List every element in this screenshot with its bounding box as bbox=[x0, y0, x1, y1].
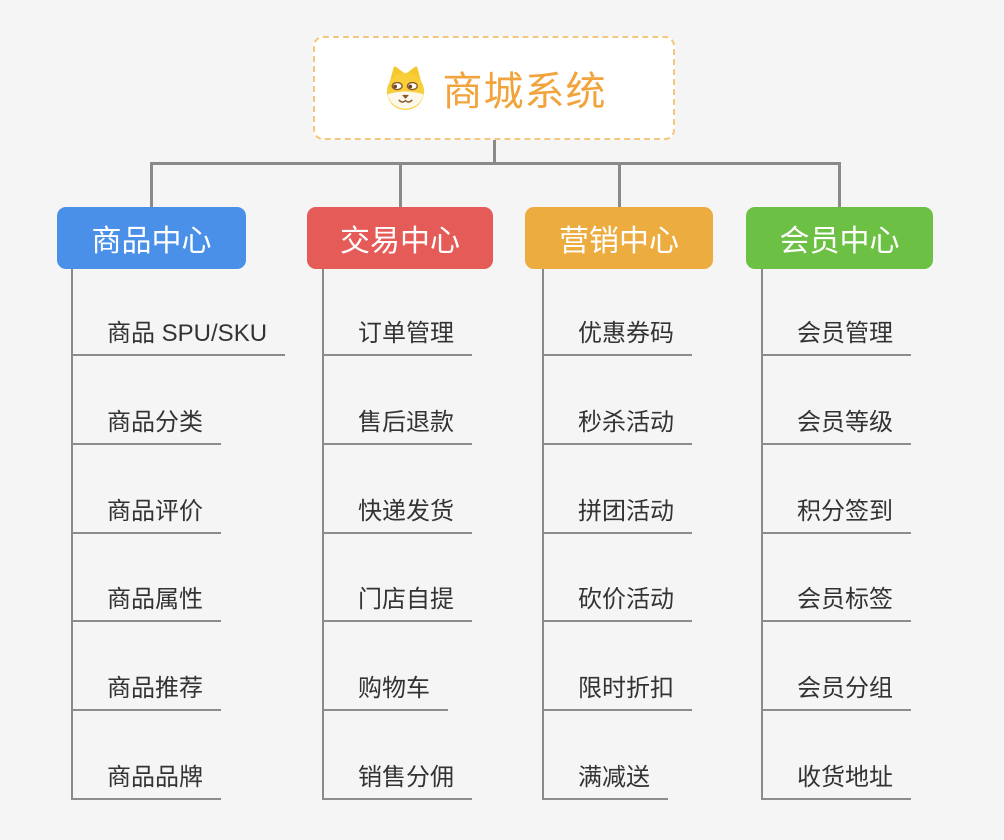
branch-node[interactable]: 交易中心 bbox=[307, 207, 493, 269]
child-spine-line bbox=[761, 269, 763, 800]
child-spine-line bbox=[322, 269, 324, 800]
leaf-node[interactable]: 会员分组 bbox=[761, 675, 911, 711]
leaf-node[interactable]: 购物车 bbox=[322, 675, 448, 711]
leaf-node[interactable]: 会员管理 bbox=[761, 320, 911, 356]
leaf-node[interactable]: 满减送 bbox=[542, 764, 668, 800]
leaf-node[interactable]: 门店自提 bbox=[322, 586, 472, 622]
leaf-node[interactable]: 拼团活动 bbox=[542, 498, 692, 534]
leaf-node[interactable]: 积分签到 bbox=[761, 498, 911, 534]
leaf-node[interactable]: 商品评价 bbox=[71, 498, 221, 534]
leaf-node[interactable]: 收货地址 bbox=[761, 764, 911, 800]
root-title: 商城系统 bbox=[442, 70, 607, 114]
child-spine-line bbox=[542, 269, 544, 800]
leaf-node[interactable]: 秒杀活动 bbox=[542, 409, 692, 445]
leaf-node[interactable]: 限时折扣 bbox=[542, 675, 692, 711]
branch-drop-line bbox=[150, 162, 153, 207]
leaf-node[interactable]: 会员标签 bbox=[761, 586, 911, 622]
leaf-node[interactable]: 商品品牌 bbox=[71, 764, 221, 800]
root-stem-line bbox=[493, 140, 496, 164]
leaf-node[interactable]: 优惠券码 bbox=[542, 320, 692, 356]
branch-drop-line bbox=[618, 162, 621, 207]
dog-face-icon bbox=[386, 65, 424, 110]
branch-node[interactable]: 营销中心 bbox=[525, 207, 713, 269]
leaf-node[interactable]: 售后退款 bbox=[322, 409, 472, 445]
branch-node[interactable]: 商品中心 bbox=[57, 207, 246, 269]
branch-drop-line bbox=[399, 162, 402, 207]
leaf-node[interactable]: 订单管理 bbox=[322, 320, 472, 356]
root-node[interactable]: 商城系统 bbox=[313, 36, 675, 140]
leaf-node[interactable]: 商品 SPU/SKU bbox=[71, 320, 286, 356]
leaf-node[interactable]: 快递发货 bbox=[322, 498, 472, 534]
branch-node[interactable]: 会员中心 bbox=[746, 207, 933, 269]
child-spine-line bbox=[71, 269, 73, 800]
branch-drop-line bbox=[838, 162, 841, 207]
leaf-node[interactable]: 商品分类 bbox=[71, 409, 221, 445]
leaf-node[interactable]: 会员等级 bbox=[761, 409, 911, 445]
leaf-node[interactable]: 砍价活动 bbox=[542, 586, 692, 622]
leaf-node[interactable]: 销售分佣 bbox=[322, 764, 472, 800]
leaf-node[interactable]: 商品推荐 bbox=[71, 675, 221, 711]
leaf-node[interactable]: 商品属性 bbox=[71, 586, 221, 622]
branch-bus-line bbox=[150, 162, 840, 165]
